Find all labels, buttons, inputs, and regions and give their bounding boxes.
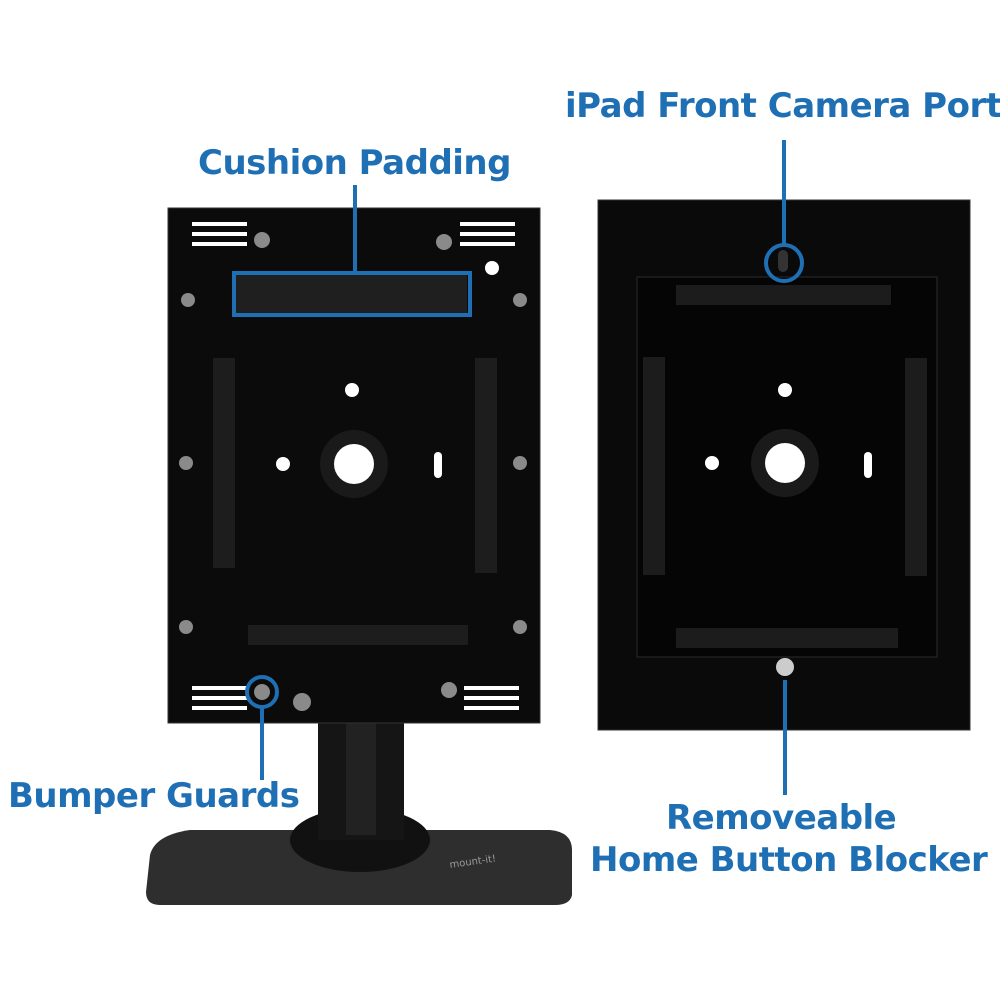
enclosure-front (597, 199, 971, 731)
home-button-blocker (776, 658, 794, 676)
enclosure-back (167, 207, 541, 724)
callout-bumper-guards: Bumper Guards (8, 776, 300, 816)
callout-home-blocker-line2: Home Button Blocker (590, 840, 988, 880)
callout-markers (232, 140, 804, 795)
callout-home-blocker-line1: Removeable (666, 798, 897, 838)
stand (146, 715, 572, 905)
callout-camera-port: iPad Front Camera Port (565, 86, 1000, 126)
callout-cushion-padding: Cushion Padding (198, 143, 511, 183)
